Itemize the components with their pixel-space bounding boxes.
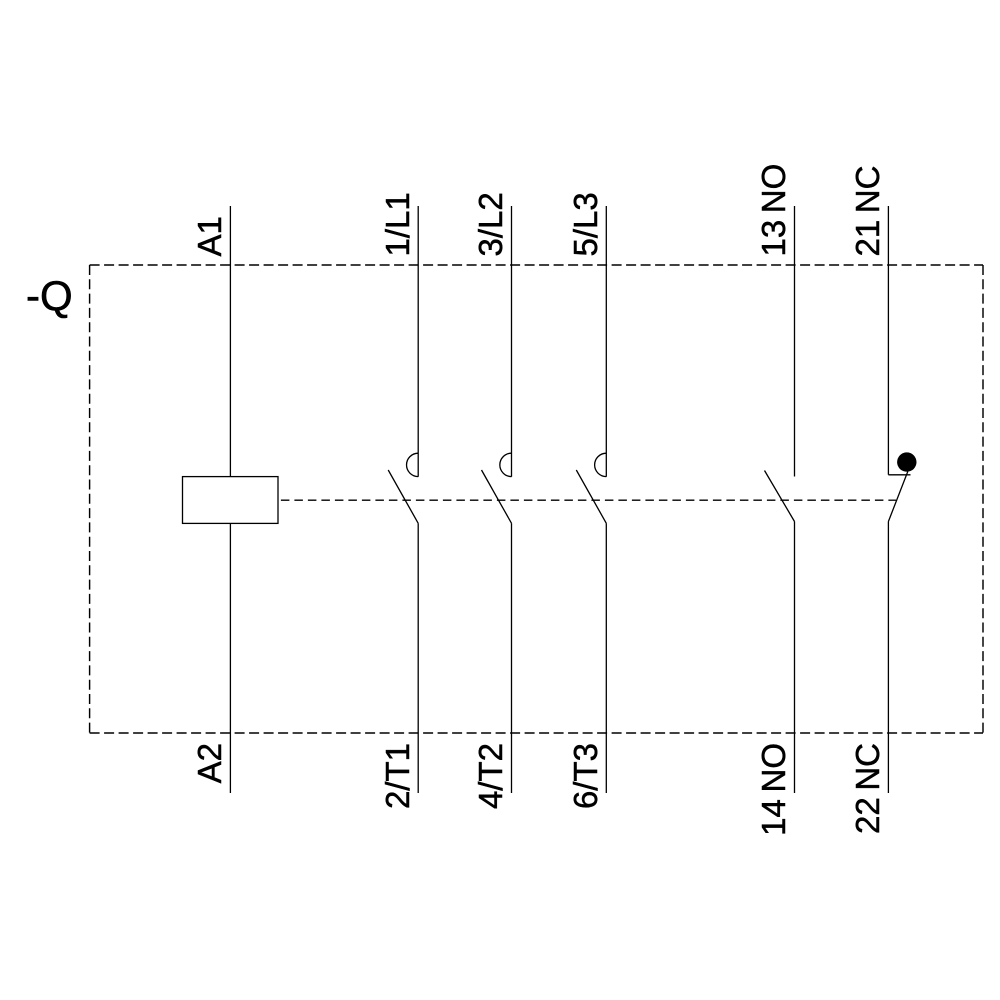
svg-text:21 NC: 21 NC (849, 166, 886, 257)
svg-text:14 NO: 14 NO (755, 743, 792, 836)
svg-text:2/T1: 2/T1 (379, 743, 416, 809)
svg-text:3/L2: 3/L2 (472, 192, 509, 256)
svg-text:13 NO: 13 NO (755, 164, 792, 257)
svg-text:-Q: -Q (26, 272, 73, 319)
svg-text:A1: A1 (191, 216, 228, 256)
svg-text:A2: A2 (191, 743, 228, 783)
svg-text:5/L3: 5/L3 (567, 192, 604, 256)
svg-text:4/T2: 4/T2 (472, 743, 509, 809)
svg-text:1/L1: 1/L1 (379, 192, 416, 256)
svg-text:22 NC: 22 NC (849, 743, 886, 834)
svg-text:6/T3: 6/T3 (567, 743, 604, 809)
